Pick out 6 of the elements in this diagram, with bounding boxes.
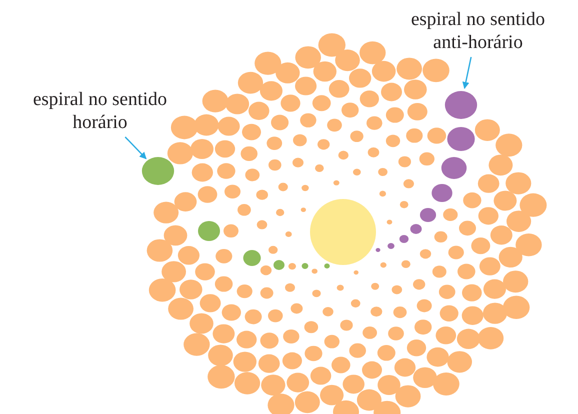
- highlighted-dot: [142, 157, 174, 185]
- spiral-label: espiral no sentido anti-horário: [392, 8, 564, 54]
- leader-line: [462, 56, 472, 89]
- highlighted-dot: [444, 91, 478, 119]
- spiral-label: espiral no sentido horário: [30, 88, 170, 134]
- leader-line: [124, 136, 147, 160]
